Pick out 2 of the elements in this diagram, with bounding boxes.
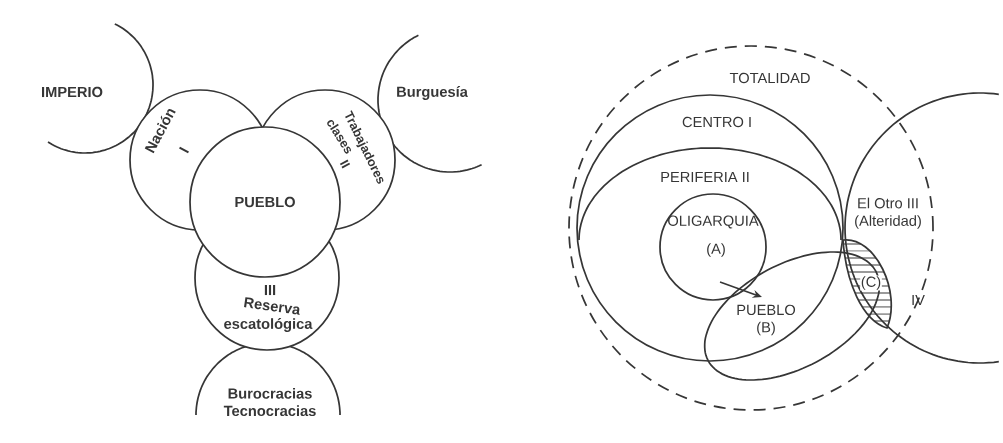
numeral-label: IV: [912, 294, 925, 306]
hatched-lens: (C): [842, 239, 893, 329]
